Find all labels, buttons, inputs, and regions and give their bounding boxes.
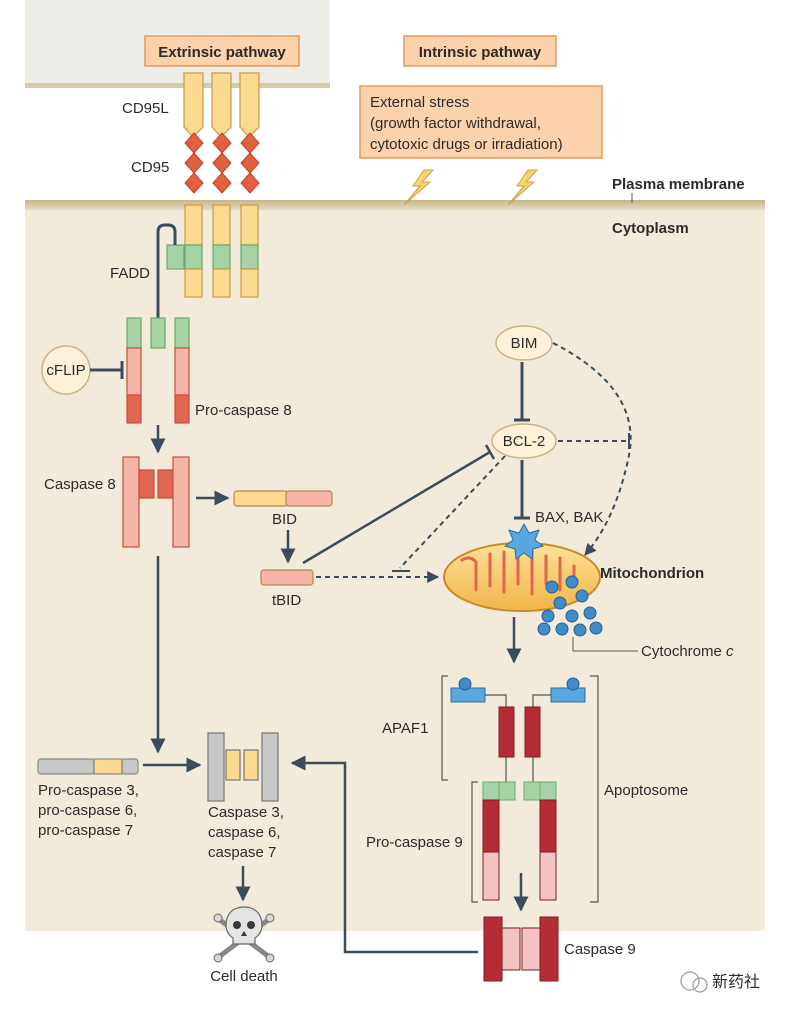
procaspase8 [126, 317, 190, 424]
tbid-protein [260, 569, 314, 586]
cd95l-ligand [183, 72, 260, 138]
baxbak-label: BAX, BAK [535, 509, 603, 526]
apoptosome-bracket-right [590, 675, 599, 903]
procaspase3-label: Pro-caspase 3, [38, 782, 139, 799]
bcl2-node: BCL-2 [491, 423, 557, 459]
lightning-icon [403, 169, 435, 206]
procaspase6-label: pro-caspase 6, [38, 802, 137, 819]
skull-crossbones-icon [213, 906, 275, 963]
external-stress-box: External stress (growth factor withdrawa… [359, 85, 603, 159]
svg-text:BCL-2: BCL-2 [503, 433, 546, 450]
bim-node: BIM [495, 325, 553, 361]
svg-text:(growth factor withdrawal,: (growth factor withdrawal, [370, 115, 541, 132]
procaspase8-label: Pro-caspase 8 [195, 402, 292, 419]
caspase3-label: Caspase 3, [208, 804, 284, 821]
extrinsic-pathway-label: Extrinsic pathway [144, 35, 300, 67]
bid-protein [233, 490, 333, 507]
cd95-label: CD95 [131, 159, 169, 176]
procaspase9-label: Pro-caspase 9 [366, 834, 463, 851]
fadd-label: FADD [110, 265, 150, 282]
caspase8 [122, 456, 190, 548]
caspase7-label: caspase 7 [208, 844, 276, 861]
tbid-label: tBID [272, 592, 301, 609]
fadd-adaptor [156, 223, 185, 318]
mitochondrion [443, 542, 601, 612]
procaspase7-label: pro-caspase 7 [38, 822, 133, 839]
apaf1-complex [450, 677, 586, 782]
cd95-intracellular [184, 204, 259, 298]
inhibition-line [302, 450, 491, 565]
cd95l-label: CD95L [122, 100, 169, 117]
caspase6-label: caspase 6, [208, 824, 281, 841]
svg-text:cFLIP: cFLIP [46, 362, 85, 379]
svg-text:BIM: BIM [511, 335, 538, 352]
plasma-membrane-band [25, 200, 765, 210]
procaspase9 [482, 781, 557, 901]
apoptosome-bracket-left [441, 675, 448, 781]
plasma-membrane-label: Plasma membrane [612, 176, 745, 193]
svg-text:cytotoxic drugs or irradiation: cytotoxic drugs or irradiation) [370, 136, 563, 153]
caspase8-label: Caspase 8 [44, 476, 116, 493]
apoptosome-label: Apoptosome [604, 782, 688, 799]
watermark-text: 新药社 [712, 973, 760, 991]
caspase9 [483, 916, 559, 982]
procaspase3-6-7 [37, 758, 139, 775]
cytoplasm-region [25, 203, 765, 931]
bid-label: BID [272, 511, 297, 528]
cd95-receptor [184, 132, 260, 194]
extracellular-top-edge [25, 83, 330, 88]
apoptosome-bracket-outer-left [471, 781, 478, 903]
apaf1-label: APAF1 [382, 720, 428, 737]
svg-text:Extrinsic pathway: Extrinsic pathway [158, 44, 286, 61]
mitochondrion-label: Mitochondrion [600, 565, 704, 582]
lightning-icon [507, 169, 539, 206]
cytochrome-c-label: Cytochrome c [641, 643, 734, 660]
svg-text:Intrinsic pathway: Intrinsic pathway [419, 44, 542, 61]
caspase3-6-7 [207, 732, 279, 802]
watermark: 新药社 [680, 971, 760, 993]
baxbak-pore-icon [503, 522, 545, 560]
arrow [290, 755, 478, 954]
cytochrome-c-molecules [537, 575, 603, 637]
intrinsic-pathway-label: Intrinsic pathway [403, 35, 557, 67]
cflip-node: cFLIP [41, 345, 124, 395]
caspase9-label: Caspase 9 [564, 941, 636, 958]
dashed-inhibition [399, 455, 506, 569]
cytoplasm-label: Cytoplasm [612, 220, 689, 237]
svg-text:External stress: External stress [370, 94, 469, 111]
cell-death-label: Cell death [210, 968, 278, 985]
